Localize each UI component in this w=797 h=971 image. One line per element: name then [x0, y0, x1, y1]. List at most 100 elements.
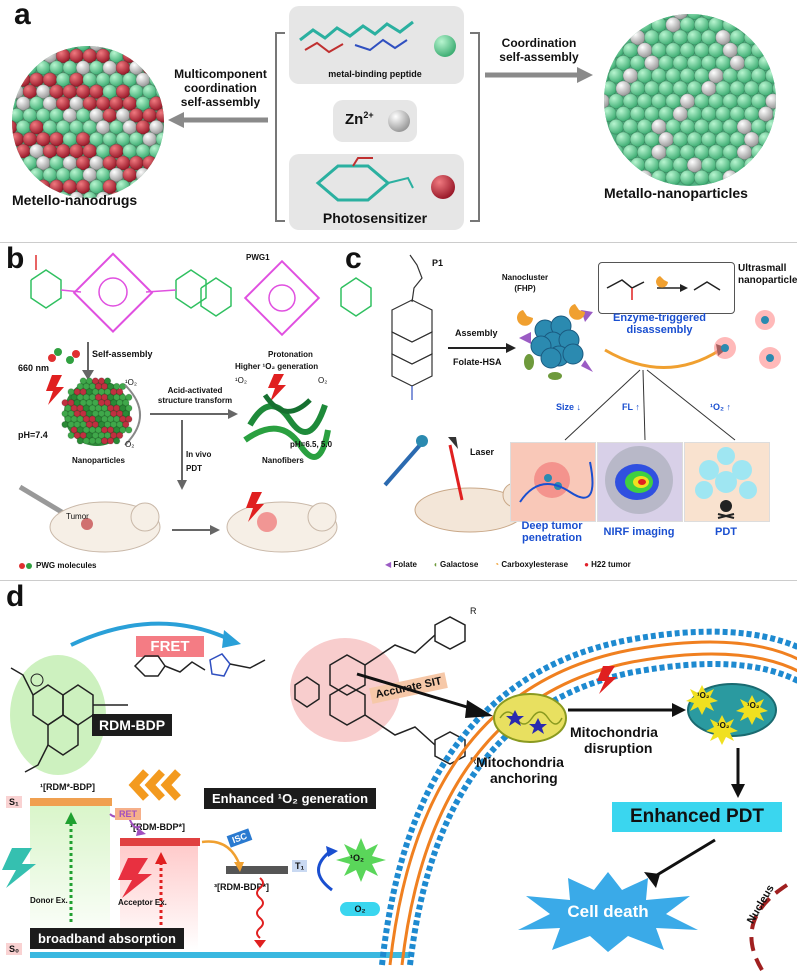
metello-nanodrug-sphere — [12, 46, 164, 198]
nanocluster-bead — [562, 343, 584, 365]
sphere-bead — [82, 191, 98, 198]
isc-arrow — [201, 840, 244, 872]
protonation-label: Protonation — [268, 350, 313, 359]
sphere-bead — [122, 409, 130, 418]
o2-burst-label-1: ¹O₂ — [697, 691, 710, 700]
peptide-structure-icon — [299, 20, 414, 54]
rhodamine-donor-structure — [10, 655, 128, 775]
fret-curved-arrow — [70, 621, 241, 648]
sphere-bead — [82, 437, 90, 445]
sphere-bead — [736, 169, 753, 186]
sphere-bead — [106, 437, 115, 445]
laser-label: Laser — [470, 447, 495, 457]
panel-a-label: a — [14, 0, 31, 31]
cell-death-arrow — [644, 838, 716, 888]
bracket-left — [275, 32, 285, 222]
assembly-label: Assembly — [455, 328, 498, 338]
sphere-bead — [67, 431, 75, 440]
rdm-bdp-label: RDM-BDP — [92, 714, 173, 736]
accurate-sit-arrow — [356, 672, 493, 718]
c-legend: ◀ Folate ◖ Galactose ◔ Carboxylesterase … — [385, 560, 631, 569]
zn-label: Zn2+ — [345, 110, 374, 128]
self-assembly-label: Self-assembly — [92, 349, 153, 359]
sphere-bead — [116, 431, 124, 440]
mitochondria-yellow-icon — [493, 693, 567, 743]
pwg-legend-icon — [19, 563, 32, 569]
sphere-bead — [148, 119, 164, 135]
acceptor-ex-label: Acceptor Ex. — [118, 898, 167, 907]
arrow-right-a — [485, 67, 593, 83]
panel-c-label: c — [345, 242, 362, 275]
fl-label: FL ↑ — [622, 402, 640, 412]
o2-up-label: ¹O₂ ↑ — [710, 402, 732, 412]
acid-transform-arrow — [150, 409, 238, 419]
sphere-bead — [722, 169, 739, 186]
o2-burst-label-2: ¹O₂ — [747, 701, 760, 710]
sphere-bead — [155, 155, 164, 171]
nanoparticle-green-sphere — [61, 377, 133, 446]
sphere-bead — [142, 179, 158, 195]
t1-level — [226, 866, 288, 874]
p1-structure-icon — [391, 254, 433, 400]
s0-label: S₀ — [6, 943, 23, 955]
sphere-bead — [757, 157, 774, 173]
sphere-bead — [112, 437, 121, 445]
singlet-o2-burst-icon — [336, 838, 386, 882]
nanocluster-bead — [540, 347, 562, 369]
sphere-bead — [651, 169, 667, 186]
arrow-left-a — [168, 112, 268, 128]
mouse-left-icon — [18, 484, 161, 553]
sphere-bead — [100, 437, 109, 445]
sphere-bead — [686, 14, 703, 20]
size-label: Size ↓ — [556, 402, 582, 412]
lightning-icon-b1 — [46, 375, 64, 405]
nanofibers-label: Nanofibers — [262, 456, 304, 465]
divider-c — [0, 580, 797, 581]
c-fan-lines — [564, 369, 736, 441]
sphere-bead — [665, 169, 682, 186]
sphere-bead — [116, 388, 124, 396]
pdt-o2-bubbles-icon — [695, 447, 757, 519]
sphere-bead — [115, 46, 131, 52]
sphere-bead — [679, 169, 696, 186]
ph65-label: pH=6.5, 5.0 — [290, 440, 333, 449]
o2-label-b4: O₂ — [318, 376, 328, 385]
lightning-icon-b2 — [268, 374, 286, 402]
sphere-bead — [15, 167, 31, 183]
sphere-bead — [76, 437, 84, 445]
sphere-bead — [743, 157, 760, 173]
sphere-bead — [772, 80, 776, 97]
pdt-label: PDT — [715, 526, 737, 538]
peptide-green-ball-icon — [434, 35, 456, 57]
lightning-icon-d — [597, 666, 617, 694]
broadband-label: broadband absorption — [30, 928, 184, 949]
tumor-label: Tumor — [66, 512, 89, 521]
metallo-nanoparticles-caption: Metallo-nanoparticles — [604, 185, 748, 201]
sphere-bead — [69, 191, 84, 198]
state1-label: ¹[RDM*-BDP] — [40, 782, 95, 792]
sphere-bead — [75, 46, 91, 52]
metallo-nanoparticle-sphere — [604, 14, 776, 186]
photosensitizer-label: Photosensitizer — [322, 210, 428, 226]
nucleus-arc — [749, 883, 789, 971]
sphere-bead — [125, 426, 133, 434]
o2-burst-label-3: ¹O₂ — [717, 721, 730, 730]
sphere-bead — [608, 144, 625, 161]
sphere-bead — [95, 191, 111, 198]
self-assembly-arrow — [82, 342, 94, 380]
peptide-label: metal-binding peptide — [328, 69, 422, 79]
pwg-molecules-cluster-icon — [48, 348, 80, 364]
state3-label: ³[RDM-BDP*] — [214, 882, 269, 892]
sphere-bead — [715, 14, 732, 20]
sphere-bead — [636, 169, 653, 186]
sphere-bead — [772, 55, 776, 71]
pwg1-label: PWG1 — [246, 253, 270, 262]
legend-galactose: ◖ Galactose — [432, 560, 479, 569]
